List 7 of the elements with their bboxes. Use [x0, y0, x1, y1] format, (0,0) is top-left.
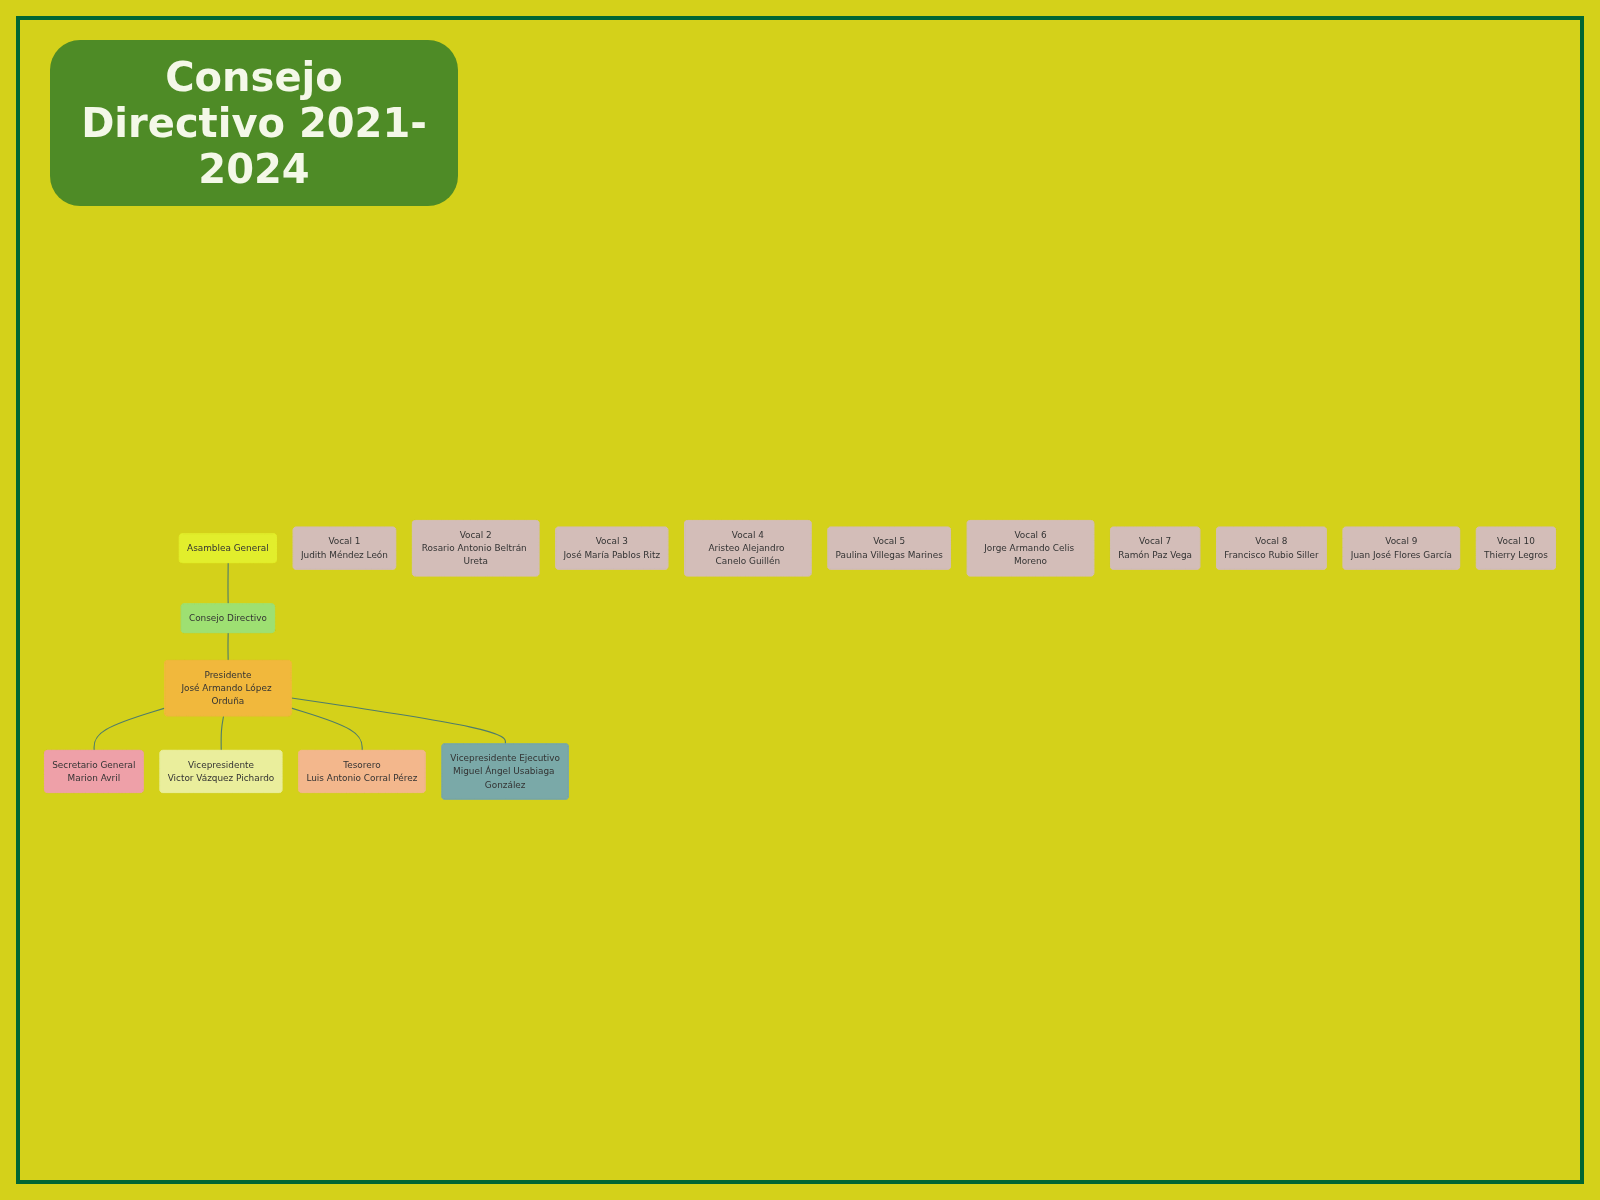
connector [290, 707, 363, 752]
connector [93, 707, 166, 752]
connector [290, 697, 506, 745]
connector [220, 715, 225, 752]
connector [227, 562, 229, 605]
connector [227, 632, 229, 662]
chart-title: Consejo Directivo 2021-2024 [50, 40, 458, 206]
